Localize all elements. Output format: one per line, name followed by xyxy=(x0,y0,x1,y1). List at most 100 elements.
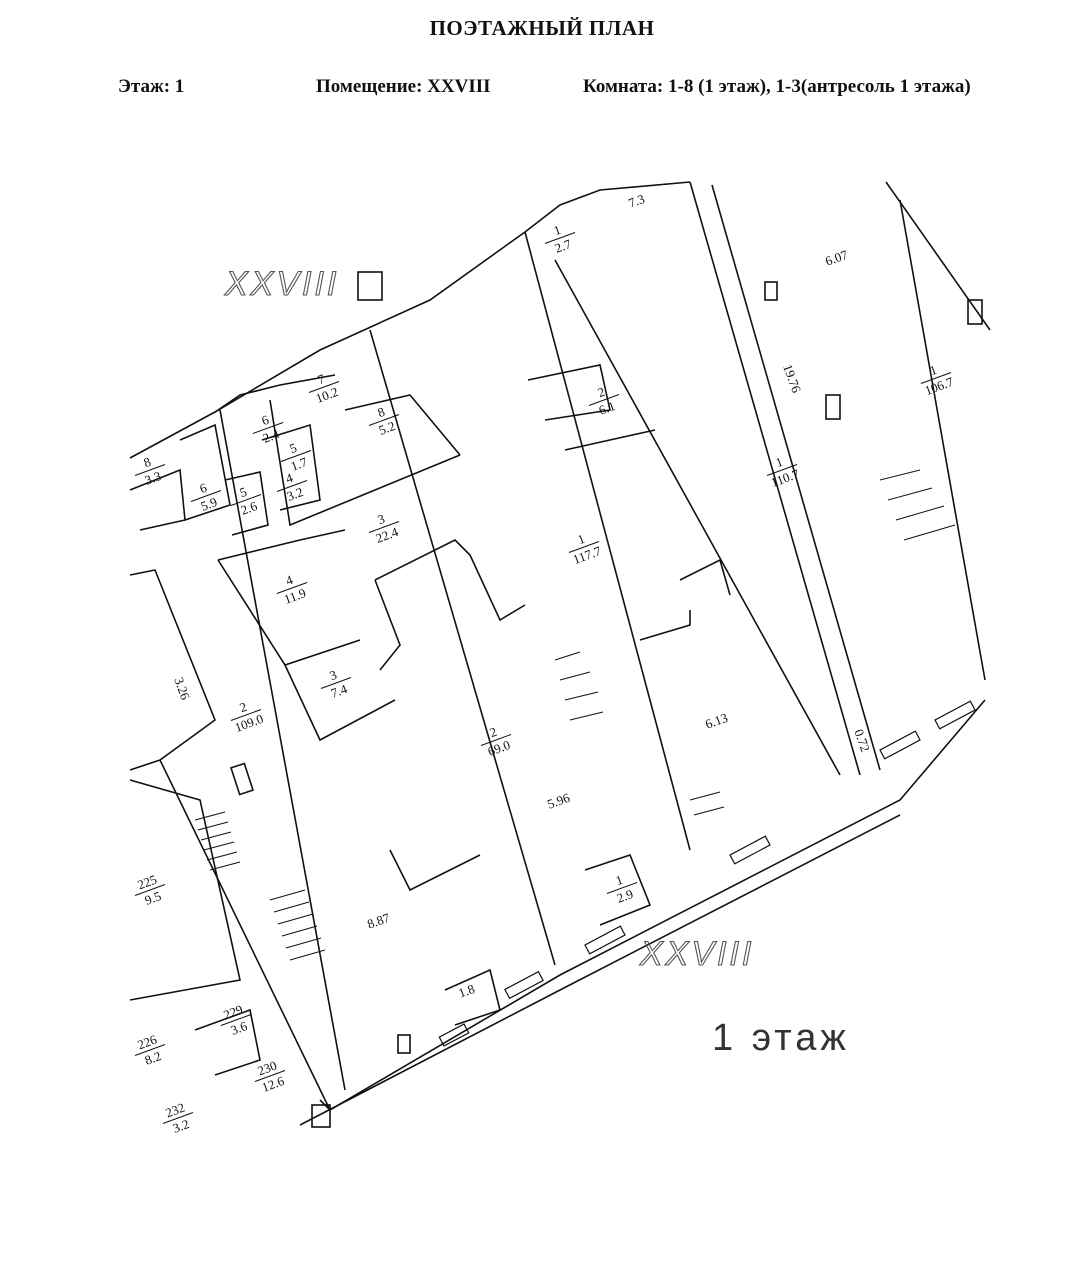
room-area: 1.7 xyxy=(289,454,310,474)
room-number: 1 xyxy=(575,531,586,547)
room-number: 4 xyxy=(283,572,295,588)
room-number: 226 xyxy=(135,1031,159,1052)
room-label: 710.2 xyxy=(308,371,341,406)
fraction-bar xyxy=(544,232,576,244)
height-label: 0.72 xyxy=(851,727,873,754)
room-label: 83.3 xyxy=(134,454,166,488)
fraction-bar xyxy=(276,582,308,594)
room-label: 12.9 xyxy=(606,872,638,906)
room-number: 5 xyxy=(237,484,248,500)
height-label: 3.26 xyxy=(171,675,193,702)
floor-caption: 1 этаж xyxy=(712,1017,850,1059)
room-label: 37.4 xyxy=(320,667,352,701)
page-title: ПОЭТАЖНЫЙ ПЛАН xyxy=(429,16,655,40)
fraction-bar xyxy=(568,541,600,553)
room-number: 1 xyxy=(773,454,784,470)
height-label: 1.8 xyxy=(456,981,476,1001)
room-number: 6 xyxy=(259,412,271,428)
rooms-label: Комната: 1-8 (1 этаж), 1-3(антресоль 1 э… xyxy=(583,76,971,97)
fraction-bar xyxy=(280,450,312,462)
room-area: 9.5 xyxy=(143,888,163,908)
fraction-bar xyxy=(320,677,352,689)
room-area: 22.4 xyxy=(374,524,401,546)
fraction-bar xyxy=(162,1112,194,1124)
fraction-bar xyxy=(368,521,400,533)
room-number: 225 xyxy=(135,872,158,893)
room-number: 8 xyxy=(141,454,152,470)
fraction-bar xyxy=(254,1070,286,1082)
height-label: 6.07 xyxy=(823,247,850,269)
fraction-bar xyxy=(220,1014,252,1026)
room-number: 2 xyxy=(487,724,498,740)
premises-stamp-top: XXVIII xyxy=(224,265,339,303)
room-area: 12.6 xyxy=(260,1073,287,1095)
room-area: 11.9 xyxy=(282,585,308,607)
room-label: 411.9 xyxy=(276,572,308,607)
room-label: 52.6 xyxy=(230,484,262,518)
fraction-bar xyxy=(766,464,798,476)
room-number: 1 xyxy=(613,872,624,888)
floor-label: Этаж: 1 xyxy=(118,76,185,97)
fraction-bar xyxy=(190,490,222,502)
fraction-bar xyxy=(480,734,512,746)
height-label: 19.76 xyxy=(780,362,804,395)
fraction-bar xyxy=(920,372,952,384)
room-area: 69.0 xyxy=(486,737,513,759)
room-label: 85.2 xyxy=(368,404,400,438)
room-number: 7 xyxy=(315,371,327,387)
room-area: 3.3 xyxy=(143,468,163,488)
fraction-bar xyxy=(368,414,400,426)
room-number: 2 xyxy=(237,699,248,715)
room-number: 3 xyxy=(327,667,338,683)
room-number: 1 xyxy=(551,222,562,238)
room-number: 6 xyxy=(197,480,209,496)
room-area: 6.1 xyxy=(597,398,617,418)
room-label: 51.7 xyxy=(280,440,312,474)
room-area: 117.7 xyxy=(571,543,604,567)
room-area: 2.6 xyxy=(239,498,260,518)
room-label: 269.0 xyxy=(480,724,513,759)
height-label: 7.3 xyxy=(626,191,646,211)
fraction-bar xyxy=(134,1044,166,1056)
premises-stamp-bottom: XXVIII xyxy=(639,935,754,973)
room-number: 3 xyxy=(375,511,386,527)
room-area: 2.9 xyxy=(615,886,635,906)
room-labels: 710.262.485.251.743.2322.4411.937.42109.… xyxy=(134,222,956,1136)
plan-walls xyxy=(129,181,991,1128)
height-label: 6.13 xyxy=(703,710,730,732)
room-label: 322.4 xyxy=(368,511,401,546)
fraction-bar xyxy=(606,882,638,894)
fraction-bar xyxy=(588,394,620,406)
premises-label: Помещение: XXVIII xyxy=(316,76,491,97)
room-label: 62.4 xyxy=(252,412,284,446)
room-area: 10.2 xyxy=(314,384,341,406)
room-area: 7.4 xyxy=(329,681,350,701)
fraction-bar xyxy=(308,381,340,393)
room-number: 232 xyxy=(163,1100,186,1121)
room-number: 230 xyxy=(255,1058,278,1079)
room-label: 12.7 xyxy=(544,222,576,256)
room-area: 109.0 xyxy=(233,711,266,735)
room-area: 3.2 xyxy=(171,1116,191,1136)
height-label: 5.96 xyxy=(545,790,572,812)
fraction-bar xyxy=(230,494,262,506)
room-area: 8.2 xyxy=(143,1048,163,1068)
room-area: 5.9 xyxy=(199,494,219,514)
room-number: 2 xyxy=(595,384,606,400)
fraction-bar xyxy=(134,884,166,896)
fraction-bar xyxy=(276,480,308,492)
room-area: 3.2 xyxy=(285,484,305,504)
room-number: 229 xyxy=(221,1002,244,1023)
room-number: 5 xyxy=(287,440,298,456)
room-area: 2.7 xyxy=(553,236,574,256)
